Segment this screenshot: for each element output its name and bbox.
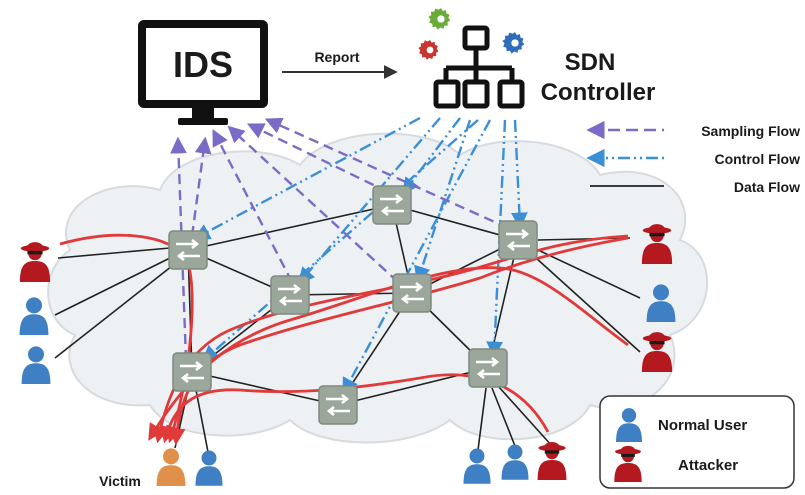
person-icon xyxy=(463,448,491,484)
person-icon xyxy=(21,346,51,384)
legend-control-flow: Control Flow xyxy=(714,151,800,167)
ids-monitor: IDS xyxy=(138,20,268,125)
legend-data-flow: Data Flow xyxy=(734,179,800,195)
hooded-attacker-icon xyxy=(19,242,51,282)
person-icon xyxy=(195,450,223,486)
switch-icon xyxy=(168,230,208,270)
victim-person-icon xyxy=(156,448,186,486)
legend-attacker: Attacker xyxy=(678,457,738,474)
controller-label-line2: Controller xyxy=(541,79,656,106)
flow-legend: Sampling Flow Control Flow Data Flow xyxy=(586,120,800,195)
bottom-users xyxy=(156,442,567,486)
switch-icon xyxy=(498,220,538,260)
switch-icon xyxy=(270,275,310,315)
gear-icon xyxy=(418,40,439,60)
network-hierarchy-icon xyxy=(433,25,525,109)
report-label: Report xyxy=(314,49,359,65)
monitor-icon xyxy=(138,20,268,125)
report-arrow: Report xyxy=(282,49,398,79)
left-users xyxy=(19,242,51,384)
switch-icon xyxy=(392,273,432,313)
controller-label-line1: SDN xyxy=(565,49,616,76)
legend-sampling-flow: Sampling Flow xyxy=(701,123,800,139)
person-icon xyxy=(19,297,49,335)
victim-label: Victim xyxy=(99,473,141,489)
switch-icon xyxy=(468,348,508,388)
gear-icon xyxy=(502,32,525,54)
gear-icon xyxy=(428,8,451,30)
network-cloud xyxy=(47,132,709,444)
ids-title: IDS xyxy=(173,44,233,85)
user-legend: Normal User Attacker xyxy=(599,395,795,489)
hooded-attacker-icon xyxy=(537,442,567,480)
switch-icon xyxy=(172,352,212,392)
gear-icons xyxy=(418,8,525,60)
sampling-flow-links xyxy=(170,117,509,361)
switch-icon xyxy=(318,385,358,425)
switch-icon xyxy=(372,185,412,225)
legend-normal-user: Normal User xyxy=(658,417,747,434)
person-icon xyxy=(501,444,529,480)
